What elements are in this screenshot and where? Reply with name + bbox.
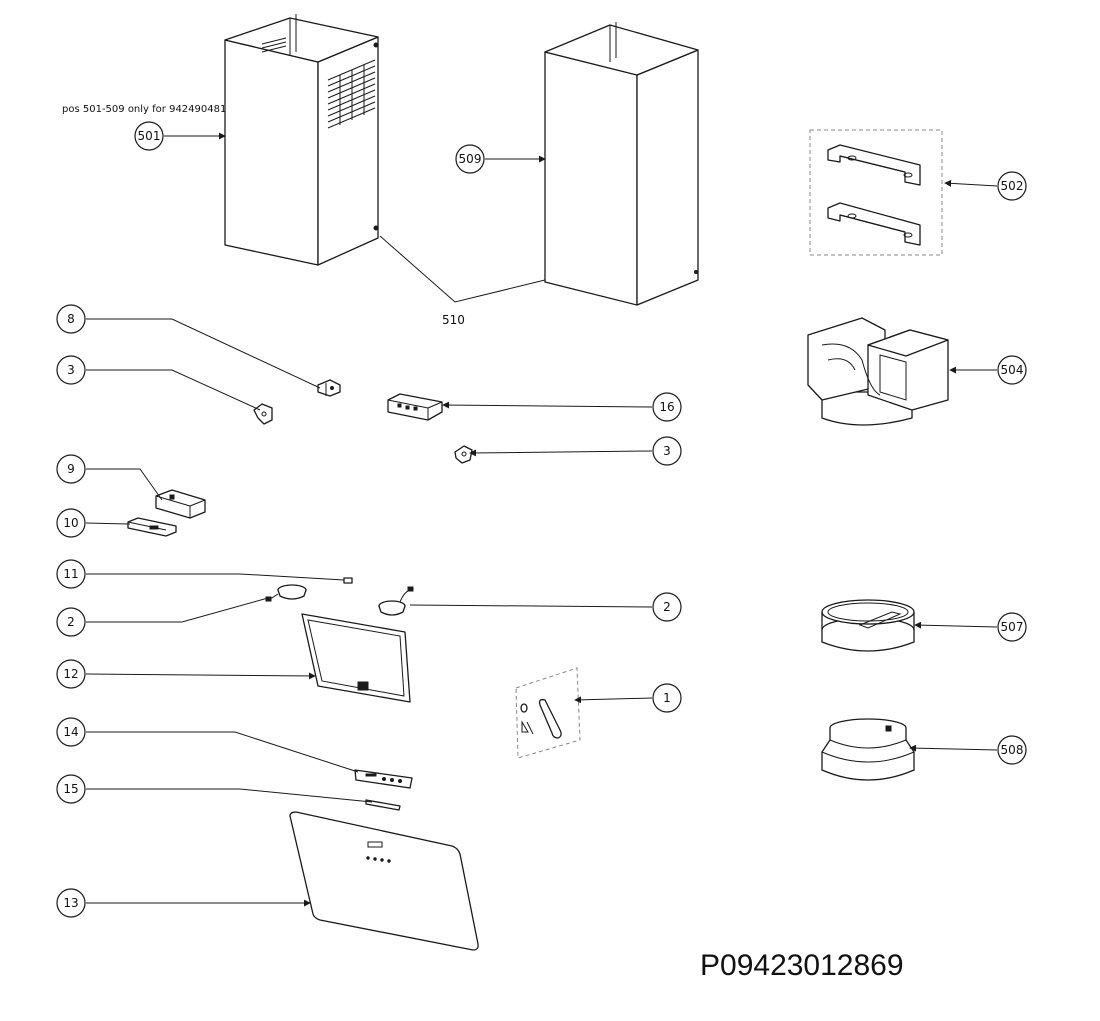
leader-lines <box>85 132 998 907</box>
part-10-switch-module <box>127 517 177 537</box>
svg-text:13: 13 <box>63 896 78 910</box>
part-502-brackets <box>809 129 943 256</box>
balloon-8: 8 <box>56 304 86 334</box>
balloon-3-left: 3 <box>56 355 86 385</box>
part-501-chimney-upper <box>224 14 379 266</box>
svg-text:10: 10 <box>63 516 78 530</box>
svg-text:14: 14 <box>63 725 78 739</box>
model-note: pos 501-509 only for 942490481* <box>62 104 231 115</box>
part-509-chimney-lower <box>544 22 699 306</box>
balloon-509: 509 <box>455 144 485 174</box>
svg-text:12: 12 <box>63 667 78 681</box>
balloon-504: 504 <box>997 355 1027 385</box>
balloon-12: 12 <box>56 659 86 689</box>
svg-text:16: 16 <box>659 400 674 414</box>
balloon-15: 15 <box>56 774 86 804</box>
part-3-clip-left <box>253 403 273 425</box>
svg-text:502: 502 <box>1001 179 1024 193</box>
part-507-collar <box>821 599 915 652</box>
balloon-2-right: 2 <box>652 592 682 622</box>
svg-text:509: 509 <box>459 152 482 166</box>
balloon-9: 9 <box>56 454 86 484</box>
balloon-11: 11 <box>56 559 86 589</box>
part-2-lamp-left <box>265 584 307 602</box>
document-number: P09423012869 <box>700 949 904 982</box>
part-16-control-box <box>387 393 443 421</box>
part-14-control-panel <box>354 769 413 789</box>
part-11-connector <box>343 577 353 584</box>
svg-text:11: 11 <box>63 567 78 581</box>
svg-text:504: 504 <box>1001 363 1024 377</box>
balloon-10: 10 <box>56 508 86 538</box>
svg-text:3: 3 <box>663 444 671 458</box>
svg-text:15: 15 <box>63 782 78 796</box>
part-504-duct-adaptor <box>807 317 949 426</box>
part-2-lamp-right <box>378 586 414 616</box>
svg-text:2: 2 <box>663 600 671 614</box>
part-1-accessory-kit <box>515 667 581 759</box>
balloon-1: 1 <box>652 683 682 713</box>
part-9-lamp-module <box>155 489 206 519</box>
part-12-filter-frame <box>301 613 411 703</box>
balloon-502: 502 <box>997 171 1027 201</box>
part-13-glass-panel <box>289 811 479 951</box>
balloon-3-right: 3 <box>652 436 682 466</box>
svg-text:9: 9 <box>67 462 75 476</box>
svg-text:501: 501 <box>138 129 161 143</box>
svg-text:507: 507 <box>1001 620 1024 634</box>
svg-text:508: 508 <box>1001 743 1024 757</box>
balloon-2-left: 2 <box>56 607 86 637</box>
svg-text:8: 8 <box>67 312 75 326</box>
svg-text:3: 3 <box>67 363 75 377</box>
svg-text:1: 1 <box>663 691 671 705</box>
svg-text:2: 2 <box>67 615 75 629</box>
balloon-507: 507 <box>997 612 1027 642</box>
part-15-display-strip <box>365 799 401 811</box>
part-510-leader <box>379 235 546 303</box>
label-510: 510 <box>442 313 465 327</box>
part-508-reducer <box>821 718 915 781</box>
balloon-14: 14 <box>56 717 86 747</box>
part-3-clip-right <box>454 445 473 464</box>
balloon-501: 501 <box>134 121 164 151</box>
balloon-508: 508 <box>997 735 1027 765</box>
balloon-13: 13 <box>56 888 86 918</box>
balloon-16: 16 <box>652 392 682 422</box>
part-8-clip <box>317 379 341 397</box>
